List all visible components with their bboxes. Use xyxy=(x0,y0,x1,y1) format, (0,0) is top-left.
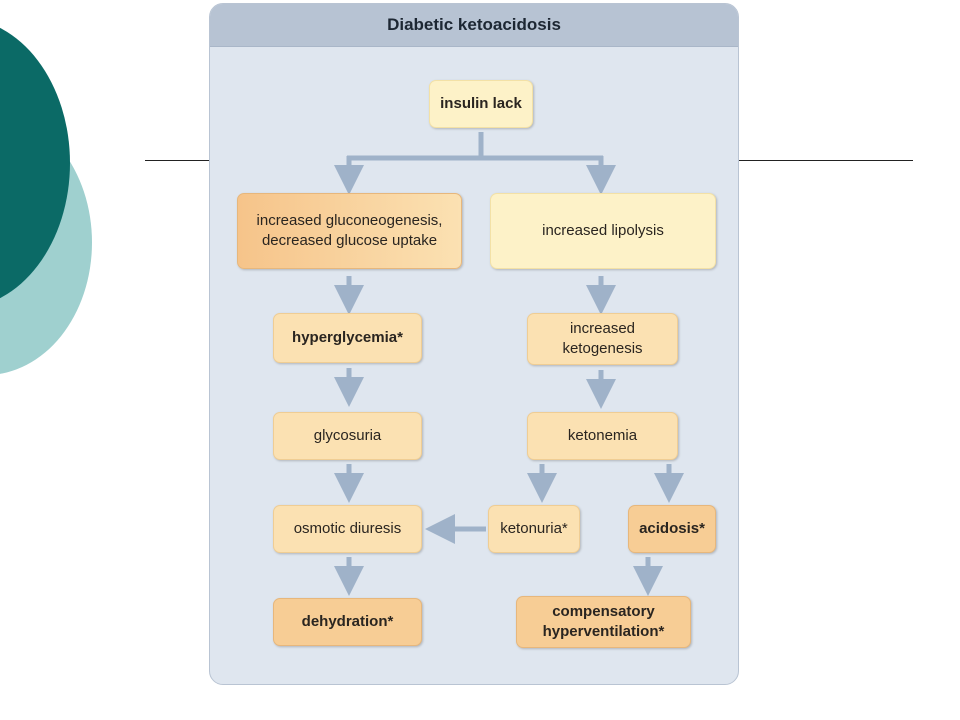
label-osmotic-diuresis: osmotic diuresis xyxy=(293,520,402,537)
node-compensatory-hyperventilation: compensatory hyperventilation* xyxy=(516,596,691,648)
label-ketonuria: ketonuria* xyxy=(500,520,568,537)
node-insulin-lack: insulin lack xyxy=(429,80,533,128)
label-glycosuria: glycosuria xyxy=(313,427,382,444)
node-ketonuria: ketonuria* xyxy=(488,505,580,553)
label-gluconeogenesis-line1: increased gluconeogenesis, xyxy=(256,212,443,229)
label-ketonemia: ketonemia xyxy=(567,427,638,444)
label-ketogenesis-line1: increased xyxy=(569,320,636,337)
node-dehydration: dehydration* xyxy=(273,598,422,646)
node-gluconeogenesis: increased gluconeogenesis, decreased glu… xyxy=(237,193,462,269)
label-insulin-lack: insulin lack xyxy=(440,95,522,112)
label-acidosis: acidosis* xyxy=(639,520,705,537)
label-hyperglycemia: hyperglycemia* xyxy=(292,329,403,346)
diagram-title: Diabetic ketoacidosis xyxy=(210,4,738,47)
node-lipolysis: increased lipolysis xyxy=(490,193,716,269)
label-hyperventilation-line2: hyperventilation* xyxy=(542,623,665,640)
node-glycosuria: glycosuria xyxy=(273,412,422,460)
node-hyperglycemia: hyperglycemia* xyxy=(273,313,422,363)
node-osmotic-diuresis: osmotic diuresis xyxy=(273,505,422,553)
flow-arrows xyxy=(334,132,684,596)
node-acidosis: acidosis* xyxy=(628,505,716,553)
label-hyperventilation-line1: compensatory xyxy=(552,603,655,620)
node-ketogenesis: increased ketogenesis xyxy=(527,313,678,365)
title-rule-right xyxy=(737,160,913,161)
node-ketonemia: ketonemia xyxy=(527,412,678,460)
label-ketogenesis-line2: ketogenesis xyxy=(562,340,643,357)
label-lipolysis: increased lipolysis xyxy=(542,222,664,239)
label-dehydration: dehydration* xyxy=(301,613,394,630)
title-rule-left xyxy=(145,160,211,161)
diagram-panel: Diabetic ketoacidosis xyxy=(209,3,739,685)
label-gluconeogenesis-line2: decreased glucose uptake xyxy=(261,232,438,249)
